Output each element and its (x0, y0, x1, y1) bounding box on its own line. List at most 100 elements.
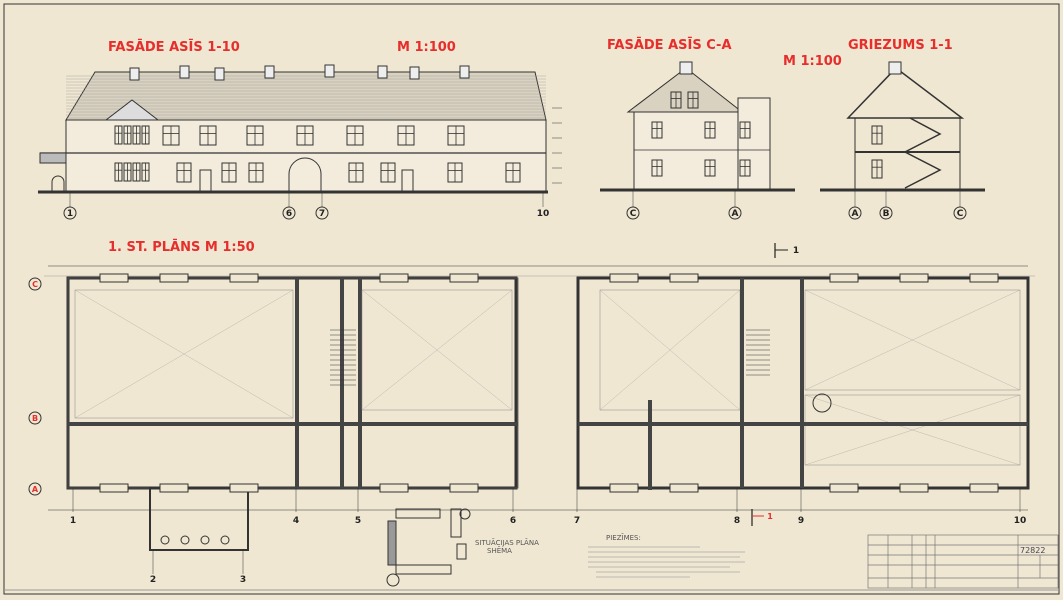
column (160, 535, 170, 545)
interior-wall (648, 400, 652, 490)
interior-wall (800, 278, 804, 488)
window-opening (159, 483, 189, 493)
floor-plan-drawing (44, 265, 1035, 574)
stove (812, 393, 832, 413)
interior-wall (340, 278, 344, 488)
facade-axis-markers: 1 6 7 10 C A A B C (63, 206, 967, 220)
facade-wall (633, 111, 739, 191)
diagonal-construction-line (804, 394, 1021, 466)
axis-label: C (32, 280, 38, 289)
notes-lines (588, 546, 745, 578)
interior-wall (68, 422, 518, 426)
chimney (129, 67, 140, 81)
window-opening (379, 483, 409, 493)
facade-wall (65, 119, 547, 193)
diagonal-construction-line (804, 289, 1021, 391)
window-opening (99, 483, 129, 493)
porch (149, 487, 249, 551)
plan-axis-markers: C B A 1 4 5 6 7 8 9 10 2 3 (28, 277, 1027, 585)
facade-c-a-drawing (600, 61, 795, 207)
chimney (377, 65, 388, 79)
drawing-number: 72822 (1020, 546, 1045, 555)
diagonal-construction-line (599, 289, 741, 411)
plan-frame-left (67, 277, 519, 489)
axis-bubble (953, 206, 967, 220)
axis-label: C (957, 209, 964, 219)
title-plan: 1. ST. PLĀNS M 1:50 (108, 240, 255, 255)
axis-label: 3 (240, 575, 246, 585)
facade-1-10-drawing (38, 64, 562, 207)
title-section-scale: M 1:100 (783, 54, 842, 69)
axis-label: A (852, 209, 859, 219)
archway (288, 157, 322, 192)
axis-label: B (32, 414, 38, 423)
axis-bubble (28, 277, 42, 291)
column (220, 535, 230, 545)
axis-label: 10 (1014, 516, 1027, 526)
sheet-border (3, 3, 1060, 595)
door (199, 169, 212, 193)
axis-label: 5 (355, 516, 361, 526)
window-opening (609, 273, 639, 283)
chimney (459, 65, 470, 79)
chimney (888, 61, 902, 75)
situation-plan-title: SITUĀCIJAS PLĀNA (475, 538, 539, 547)
staircase (903, 117, 942, 189)
interior-wall (740, 278, 744, 488)
chimney (214, 67, 225, 81)
situation-plan-scheme: SITUĀCIJAS PLĀNA SHĒMA (386, 508, 539, 587)
axis-label: 2 (150, 575, 156, 585)
axis-bubble (315, 206, 329, 220)
axis-label: B (883, 209, 890, 219)
window-opening (969, 483, 999, 493)
axis-label: 6 (286, 209, 292, 219)
title-section: GRIEZUMS 1-1 (848, 38, 953, 53)
room (804, 394, 1021, 466)
window-opening (379, 273, 409, 283)
exterior-wall (66, 276, 518, 490)
interior-wall (578, 422, 1028, 426)
axis-label: 7 (319, 209, 325, 219)
window-opening (609, 483, 639, 493)
chimney (264, 65, 275, 79)
door (401, 169, 414, 193)
gable (104, 99, 160, 121)
axis-bubble (626, 206, 640, 220)
roof-section (846, 66, 965, 119)
window-opening (829, 483, 859, 493)
title-facade-scale: M 1:100 (397, 40, 456, 55)
axis-bubble (282, 206, 296, 220)
interior-wall (295, 278, 299, 488)
notes-heading: PIEZĪMES: (606, 533, 641, 542)
chimney (679, 61, 693, 75)
annex (39, 152, 67, 164)
window-opening (669, 273, 699, 283)
title-facade-1-10: FASĀDE ASĪS 1-10 (108, 40, 240, 55)
window-opening (829, 273, 859, 283)
axis-label: 6 (510, 516, 516, 526)
axis-label: A (32, 485, 39, 494)
room (361, 289, 513, 411)
window-opening (899, 273, 929, 283)
axis-label: 4 (293, 516, 299, 526)
column (200, 535, 210, 545)
window-opening (969, 273, 999, 283)
chimney (324, 64, 335, 78)
axis-bubble (728, 206, 742, 220)
axis-label: 8 (734, 516, 740, 526)
diagonal-construction-line (361, 289, 513, 411)
axis-bubble (63, 206, 77, 220)
axis-bubble (28, 482, 42, 496)
window-opening (159, 273, 189, 283)
window-opening (229, 273, 259, 283)
gate (51, 175, 65, 192)
window-opening (449, 273, 479, 283)
chimney (409, 66, 420, 80)
notes-block: PIEZĪMES: (588, 533, 745, 578)
room (804, 289, 1021, 391)
axis-label: 1 (70, 516, 76, 526)
svg-text:1: 1 (793, 246, 799, 256)
column (180, 535, 190, 545)
interior-wall (358, 278, 362, 488)
